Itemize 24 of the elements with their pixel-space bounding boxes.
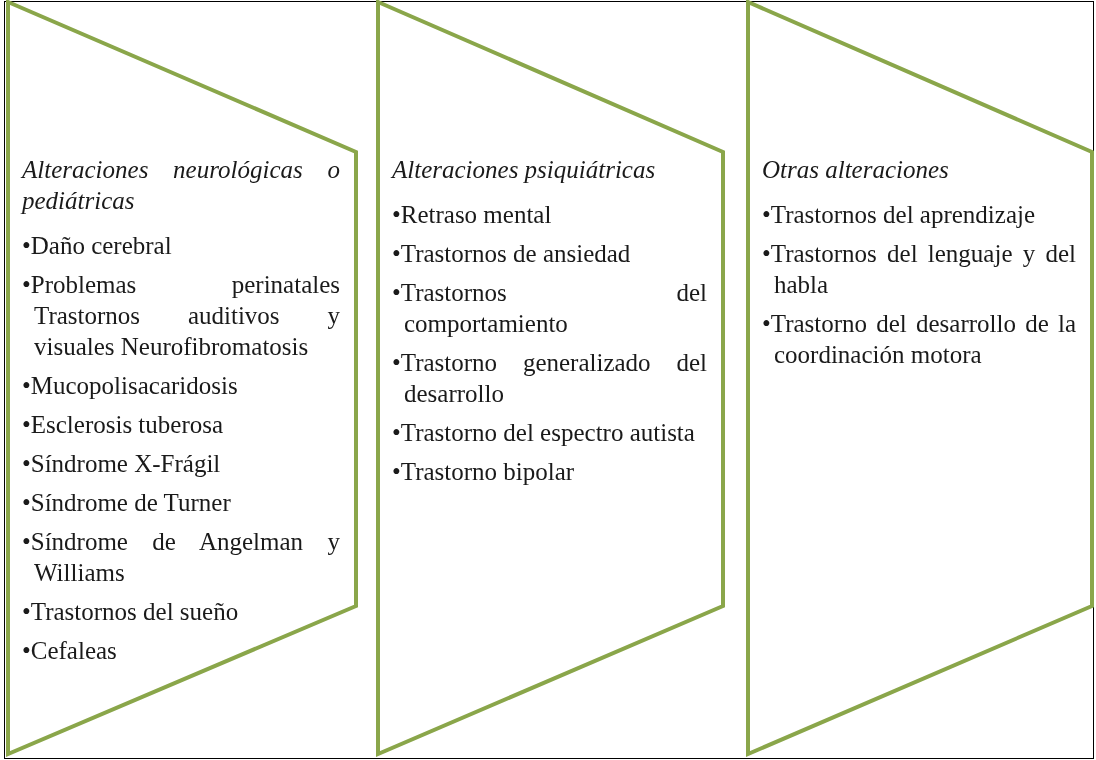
list-item: •Trastornos del sueño: [22, 597, 240, 627]
list-item: •Síndrome de Turner: [22, 488, 232, 518]
list-item: •Esclerosis tuberosa: [22, 410, 225, 440]
list-item: •Mucopolisacaridosis: [22, 371, 239, 401]
list-item: •Trastorno bipolar: [392, 457, 576, 487]
list-item: •Trastornos del lenguaje y del habla: [762, 239, 1076, 300]
list-item: •Problemas perinatales Trastornos auditivos y visuales Neurofibromatosis: [22, 270, 340, 362]
chevron-shape: [6, 0, 358, 758]
list-item: •Daño cerebral: [22, 231, 173, 261]
chevron-shape: [746, 0, 1094, 758]
list-item: •Trastornos del comportamiento: [392, 278, 707, 339]
column-heading: Otras alteraciones: [762, 155, 950, 185]
chevron-shape: [376, 0, 725, 758]
list-item: •Trastornos del aprendizaje: [762, 200, 1037, 230]
column-heading: Alteraciones neurológicas o pediátricas: [22, 155, 340, 216]
list-item: •Trastorno del desarrollo de la coordinación motora: [762, 309, 1076, 370]
column-heading: Alteraciones psiquiátricas: [392, 155, 657, 185]
list-item: •Retraso mental: [392, 200, 553, 230]
list-item: •Síndrome X-Frágil: [22, 449, 222, 479]
list-item: •Trastorno generalizado del desarrollo: [392, 348, 707, 409]
list-item: •Trastornos de ansiedad: [392, 239, 632, 269]
list-item: •Trastorno del espectro autista: [392, 418, 696, 448]
list-item: •Síndrome de Angelman y Williams: [22, 527, 340, 588]
list-item: •Cefaleas: [22, 636, 118, 666]
